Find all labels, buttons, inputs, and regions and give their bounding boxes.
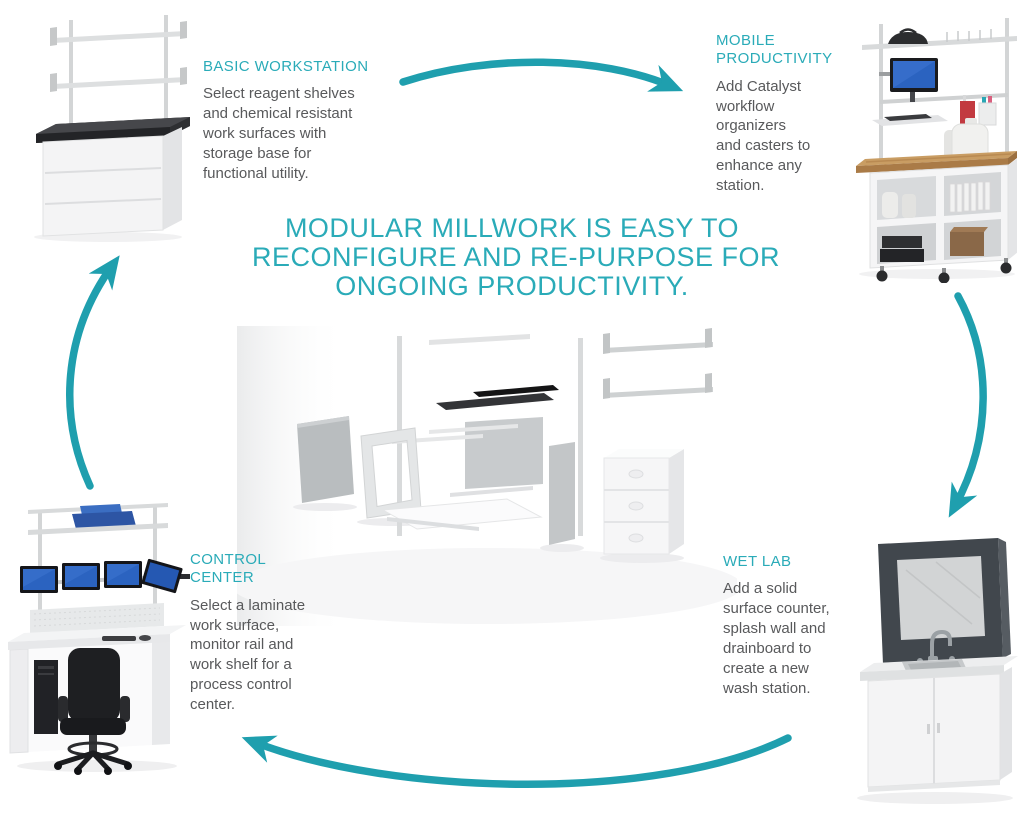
basic-workstation-description: Select reagent shelves and chemical resi… xyxy=(203,85,355,183)
center-headline-line-3: ONGOING PRODUCTIVITY. xyxy=(335,271,689,302)
basic-workstation-title: BASIC WORKSTATION xyxy=(203,58,369,75)
center-headline-line-1: MODULAR MILLWORK IS EASY TO xyxy=(284,213,740,243)
control-center-description: Select a laminate work surface, monitor … xyxy=(190,596,306,714)
control-desk-illustration xyxy=(8,503,190,775)
basic-workstation-image xyxy=(16,8,201,243)
flow-arrow-basic-to-mobile-icon xyxy=(399,58,684,92)
mobile-productivity-image xyxy=(822,8,1017,283)
mobile-productivity-text-block: MOBILE PRODUCTIVITY Add Catalyst workflo… xyxy=(716,32,850,196)
exploded-view-image xyxy=(237,296,737,626)
mobile-productivity-title: MOBILE PRODUCTIVITY xyxy=(716,32,833,68)
exploded-millwork-parts-illustration xyxy=(237,326,737,626)
mobile-productivity-description: Add Catalyst workflow organizers and cas… xyxy=(716,77,811,195)
wet-lab-title: WET LAB xyxy=(723,553,792,570)
mobile-cart-illustration xyxy=(856,18,1017,283)
lab-bench-illustration xyxy=(34,15,190,242)
flow-arrow-control-to-basic-icon xyxy=(66,255,120,490)
center-headline-line-2: RECONFIGURE AND RE-PURPOSE FOR xyxy=(252,242,781,273)
wash-station-illustration xyxy=(857,538,1018,804)
flow-arrow-wetlab-to-control-icon xyxy=(241,734,792,788)
basic-workstation-text-block: BASIC WORKSTATION Select reagent shelves… xyxy=(203,58,379,184)
wet-lab-text-block: WET LAB Add a solid surface counter, spl… xyxy=(723,553,849,699)
control-center-text-block: CONTROL CENTER Select a laminate work su… xyxy=(190,551,330,715)
center-headline: MODULAR MILLWORK IS EASY TO RECONFIGURE … xyxy=(252,213,781,302)
wet-lab-image xyxy=(840,528,1024,808)
flow-arrow-mobile-to-wetlab-icon xyxy=(948,292,987,518)
wet-lab-description: Add a solid surface counter, splash wall… xyxy=(723,580,830,697)
control-center-image xyxy=(2,490,192,775)
control-center-title: CONTROL CENTER xyxy=(190,551,266,587)
